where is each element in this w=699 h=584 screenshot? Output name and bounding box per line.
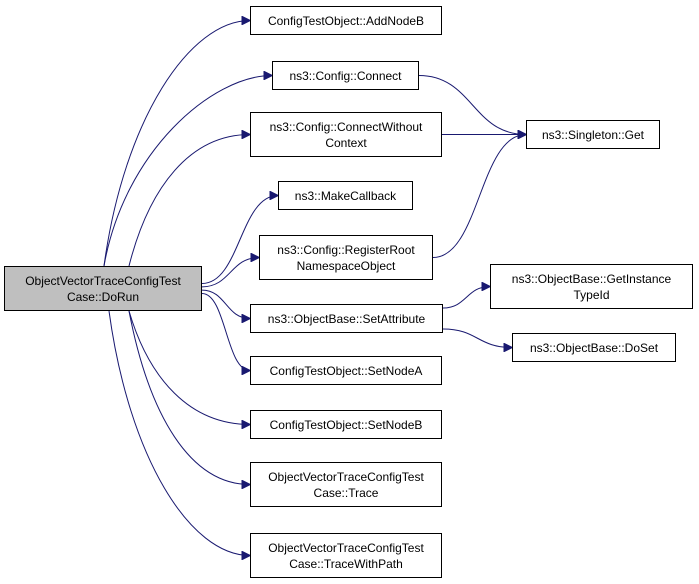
node-label-line-1: ns3::ObjectBase::GetInstance [511,271,672,286]
node-label: ns3::Config::Connect [289,68,402,83]
node-label: ns3::ObjectBase::DoSet [529,340,659,355]
node-label-line-1: ns3::Config::ConnectWithout [269,119,423,134]
node-objectbase-getinstancetypeid[interactable]: ns3::ObjectBase::GetInstance TypeId [490,264,693,309]
node-objectvectortraceconfigtestcase-trace[interactable]: ObjectVectorTraceConfigTest Case::Trace [250,462,442,507]
call-edge [103,21,250,267]
call-edge [128,135,250,267]
node-label-line-2: Context [325,135,367,150]
node-label: ns3::MakeCallback [294,188,397,203]
node-objectvectortraceconfigtestcase-tracewithpath[interactable]: ObjectVectorTraceConfigTest Case::TraceW… [250,533,442,578]
node-makecallback[interactable]: ns3::MakeCallback [278,181,413,210]
node-objectvectortraceconfigtestcase-dorun[interactable]: ObjectVectorTraceConfigTest Case::DoRun [4,266,202,311]
call-edge [442,328,512,348]
node-label-line-1: ObjectVectorTraceConfigTest [268,469,424,484]
node-label-line-2: TypeId [573,287,610,302]
node-objectbase-setattribute[interactable]: ns3::ObjectBase::SetAttribute [250,304,443,333]
call-edge [103,76,272,267]
call-edge [418,75,526,135]
node-label: ns3::Singleton::Get [541,127,645,142]
node-singleton-get[interactable]: ns3::Singleton::Get [526,120,660,149]
node-label-line-1: ns3::Config::RegisterRoot [277,242,415,257]
node-config-connectwithoutcontext[interactable]: ns3::Config::ConnectWithout Context [250,112,442,157]
node-configtestobject-addnodeb[interactable]: ConfigTestObject::AddNodeB [250,6,442,35]
call-edge [201,196,278,284]
node-label-line-1: ObjectVectorTraceConfigTest [268,540,424,555]
node-objectbase-doset[interactable]: ns3::ObjectBase::DoSet [512,333,676,362]
node-config-connect[interactable]: ns3::Config::Connect [272,61,419,90]
node-label-line-2: NamespaceObject [296,258,396,273]
node-label: ConfigTestObject::AddNodeB [267,13,425,28]
call-edge [128,310,250,485]
node-label-line-2: Case::DoRun [66,289,140,304]
call-edge [201,289,250,318]
node-configtestobject-setnodeb[interactable]: ConfigTestObject::SetNodeB [250,410,442,439]
node-label-line-2: Case::TraceWithPath [289,556,403,571]
call-edge [432,135,526,258]
node-label-line-1: ObjectVectorTraceConfigTest [25,273,181,288]
node-label-line-2: Case::Trace [313,485,379,500]
call-edge [128,310,250,425]
node-label: ns3::ObjectBase::SetAttribute [267,311,426,326]
call-edge [201,258,259,288]
node-config-registerrootnamespaceobject[interactable]: ns3::Config::RegisterRoot NamespaceObjec… [259,235,433,280]
node-label: ConfigTestObject::SetNodeB [269,417,423,432]
node-label: ConfigTestObject::SetNodeA [269,363,423,378]
call-edge [201,293,250,371]
node-configtestobject-setnodea[interactable]: ConfigTestObject::SetNodeA [250,356,442,385]
call-edge [442,287,490,309]
call-edge [108,310,250,556]
